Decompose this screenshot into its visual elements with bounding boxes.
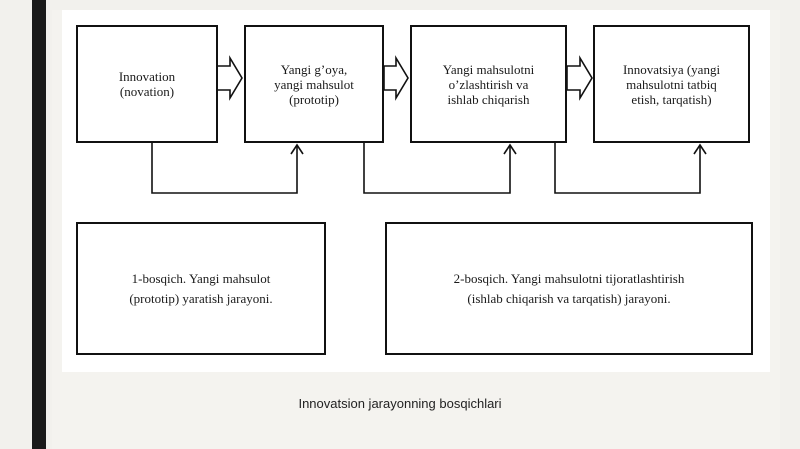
step-box-innovation: Innovation (novation) (76, 25, 218, 143)
block-arrow-2-3 (383, 55, 409, 101)
arrowhead-loop-3 (693, 143, 707, 155)
step-3-text: Yangi mahsulotni o’zlashtirish va ishlab… (442, 61, 535, 107)
stage-1-text: 1-bosqich. Yangi mahsulot (prototip) yar… (129, 270, 273, 306)
left-accent-bar (32, 0, 46, 449)
block-arrow-1-2 (216, 55, 243, 101)
step-4-text: Innovatsiya (yangi mahsulotni tatbiq eti… (622, 61, 721, 107)
step-2-text: Yangi g’oya, yangi mahsulot (prototip) (274, 61, 354, 107)
figure-caption: Innovatsion jarayonning bosqichlari (298, 396, 502, 411)
loop-connector-1-2 (151, 143, 298, 194)
stage-box-1: 1-bosqich. Yangi mahsulot (prototip) yar… (76, 222, 326, 355)
arrowhead-loop-1 (290, 143, 304, 155)
step-box-production: Yangi mahsulotni o’zlashtirish va ishlab… (410, 25, 567, 143)
loop-connector-3-4 (554, 143, 701, 194)
step-box-innovation-spread: Innovatsiya (yangi mahsulotni tatbiq eti… (593, 25, 750, 143)
arrowhead-loop-2 (503, 143, 517, 155)
loop-connector-2-3 (363, 143, 511, 194)
stage-box-2: 2-bosqich. Yangi mahsulotni tijoratlasht… (385, 222, 753, 355)
stage-2-text: 2-bosqich. Yangi mahsulotni tijoratlasht… (453, 270, 685, 306)
step-1-text: Innovation (novation) (118, 69, 176, 99)
step-box-new-idea: Yangi g’oya, yangi mahsulot (prototip) (244, 25, 384, 143)
block-arrow-3-4 (566, 55, 593, 101)
